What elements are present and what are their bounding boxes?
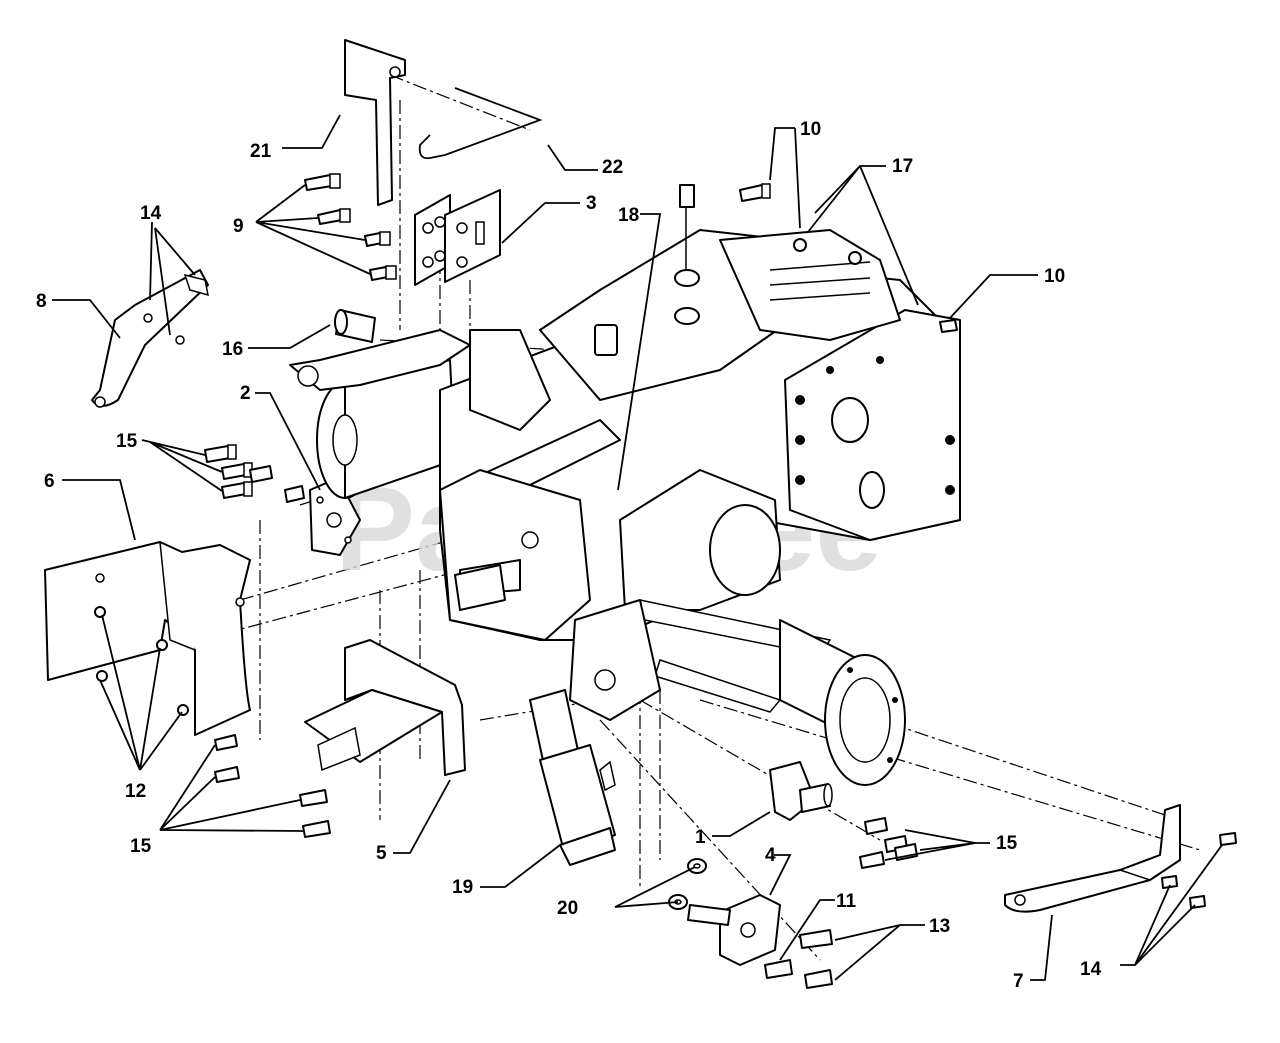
leader-lines [52,114,1223,981]
part-1-plate [769,761,833,821]
callout-6: 6 [44,471,55,492]
part-15-bolts-upper [204,444,305,503]
callout-18: 18 [618,205,639,226]
callout-labels: 21 22 3 9 10 17 10 18 14 8 16 2 15 6 12 … [36,119,1102,992]
callout-12: 12 [125,781,146,802]
callout-15-upper: 15 [116,431,138,452]
callout-4: 4 [765,845,776,866]
assembly-lines [199,74,1201,961]
part-7-bracket [1004,804,1181,913]
callout-8: 8 [36,291,47,312]
callout-5: 5 [376,843,387,864]
part-13-bolts [764,929,833,989]
part-15-bolts-lower [214,734,331,838]
part-12-screws [94,606,189,716]
callout-3: 3 [586,193,597,214]
transaxle-assembly [289,184,961,786]
part-22-rod [418,87,543,160]
callout-15-right: 15 [996,833,1018,854]
callout-22: 22 [602,157,623,178]
callout-9: 9 [233,216,244,237]
callout-10-top: 10 [800,119,821,140]
callout-20: 20 [557,898,578,919]
part-21-bracket [344,39,406,206]
callout-15-lower: 15 [130,836,152,857]
callout-11: 11 [836,891,857,912]
part-5-bracket [304,639,466,776]
callout-16: 16 [222,339,243,360]
part-15-bolts-right [859,817,918,869]
callout-21: 21 [250,141,272,162]
callout-14-right: 14 [1080,959,1102,980]
callout-13: 13 [929,916,950,937]
callout-1: 1 [695,827,706,848]
callout-19: 19 [452,877,473,898]
part-8-bracket [91,269,209,408]
callout-7: 7 [1013,971,1024,992]
part-16-pin [334,309,376,343]
part-9-bolts [304,173,397,281]
callout-17: 17 [892,156,913,177]
part-4-plate [687,894,781,966]
callout-14-left: 14 [140,203,162,224]
callout-2: 2 [240,383,251,404]
end-plate-holes [795,356,955,495]
part-3-plates [414,189,501,286]
part-19-cylinder [529,689,616,866]
part-6-shield [44,541,251,736]
callout-10-right: 10 [1044,266,1065,287]
part-10-bolts [739,183,958,333]
